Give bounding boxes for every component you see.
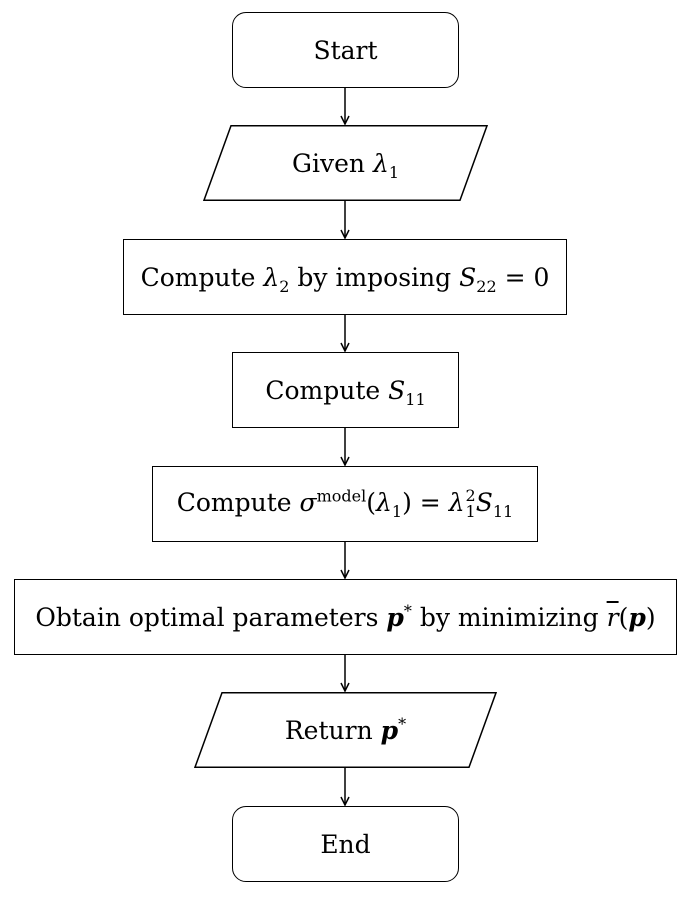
return-node: Return p*: [194, 692, 497, 768]
end-node: End: [232, 806, 459, 882]
compute-s11-label: Compute S11: [265, 375, 426, 409]
compute-lambda2-node: Compute λ2 by imposing S22 = 0: [123, 239, 567, 315]
end-label: End: [320, 829, 371, 859]
given-label: Given λ1: [292, 148, 399, 182]
compute-s11-node: Compute S11: [232, 352, 459, 428]
given-node: Given λ1: [203, 125, 488, 201]
start-label: Start: [313, 35, 378, 65]
obtain-params-node: Obtain optimal parameters p* by minimizi…: [14, 579, 677, 655]
parallelogram-shape: [194, 692, 497, 768]
compute-lambda2-label: Compute λ2 by imposing S22 = 0: [140, 262, 550, 296]
obtain-params-label: Obtain optimal parameters p* by minimizi…: [35, 601, 656, 632]
parallelogram-shape: [203, 125, 488, 201]
return-label: Return p*: [284, 714, 407, 745]
start-node: Start: [232, 12, 459, 88]
